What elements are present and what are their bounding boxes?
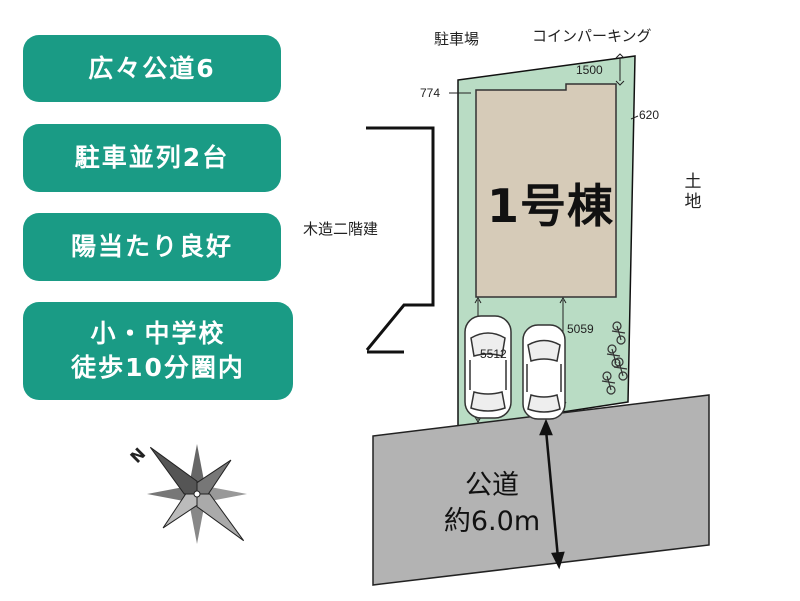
dimension-5512: 5512 bbox=[480, 347, 507, 361]
dimension-774: 774 bbox=[420, 86, 441, 100]
dim-line-620 bbox=[630, 115, 639, 120]
building-footprint bbox=[475, 83, 617, 298]
dimension-5059: 5059 bbox=[567, 322, 594, 336]
road-width-arrow-head-bottom bbox=[551, 551, 565, 570]
dimension-1500: 1500 bbox=[576, 63, 603, 77]
neighbor-coin-parking-label: コインパーキング bbox=[532, 27, 652, 45]
feature-badge-wide-road: 広々公道6 bbox=[23, 35, 281, 102]
car-icon bbox=[522, 324, 566, 420]
dim-arrow-1500-bottom bbox=[615, 80, 625, 86]
badge-text: 徒歩10分圏内 bbox=[71, 353, 245, 382]
road-width-arrow bbox=[544, 429, 560, 559]
feature-badge-school: 小・中学校徒歩10分圏内 bbox=[23, 302, 293, 400]
road-area bbox=[372, 394, 710, 586]
compass-rose-icon: N bbox=[126, 444, 247, 544]
badge-text: 小・中学校 bbox=[90, 319, 226, 348]
neighbor-parking-label: 駐車場 bbox=[434, 30, 480, 48]
badge-text: 駐車並列2台 bbox=[74, 143, 230, 172]
road-width-arrow-head-top bbox=[539, 418, 553, 436]
feature-badge-sunlight: 陽当たり良好 bbox=[23, 213, 281, 281]
feature-badge-parking: 駐車並列2台 bbox=[23, 124, 281, 192]
dim-arrow-1500-top bbox=[615, 53, 625, 59]
bicycle-icon bbox=[613, 357, 628, 381]
dimension-620: 620 bbox=[639, 108, 660, 122]
road-width: 約6.0m bbox=[443, 506, 541, 537]
car-icon bbox=[464, 315, 512, 419]
lot-title: 1号棟 bbox=[486, 179, 614, 233]
bicycle-icon bbox=[601, 371, 616, 395]
road-name: 公道 bbox=[465, 470, 519, 501]
badge-text: 広々公道6 bbox=[88, 53, 216, 83]
bicycle-icon bbox=[611, 321, 626, 345]
badge-text: 陽当たり良好 bbox=[70, 232, 233, 261]
north-indicator: N bbox=[126, 444, 149, 467]
neighbor-wood-building-label: 木造二階建 bbox=[303, 220, 379, 238]
neighbor-land-label: 土地 bbox=[684, 172, 702, 212]
neighbor-building-outline bbox=[365, 126, 435, 351]
